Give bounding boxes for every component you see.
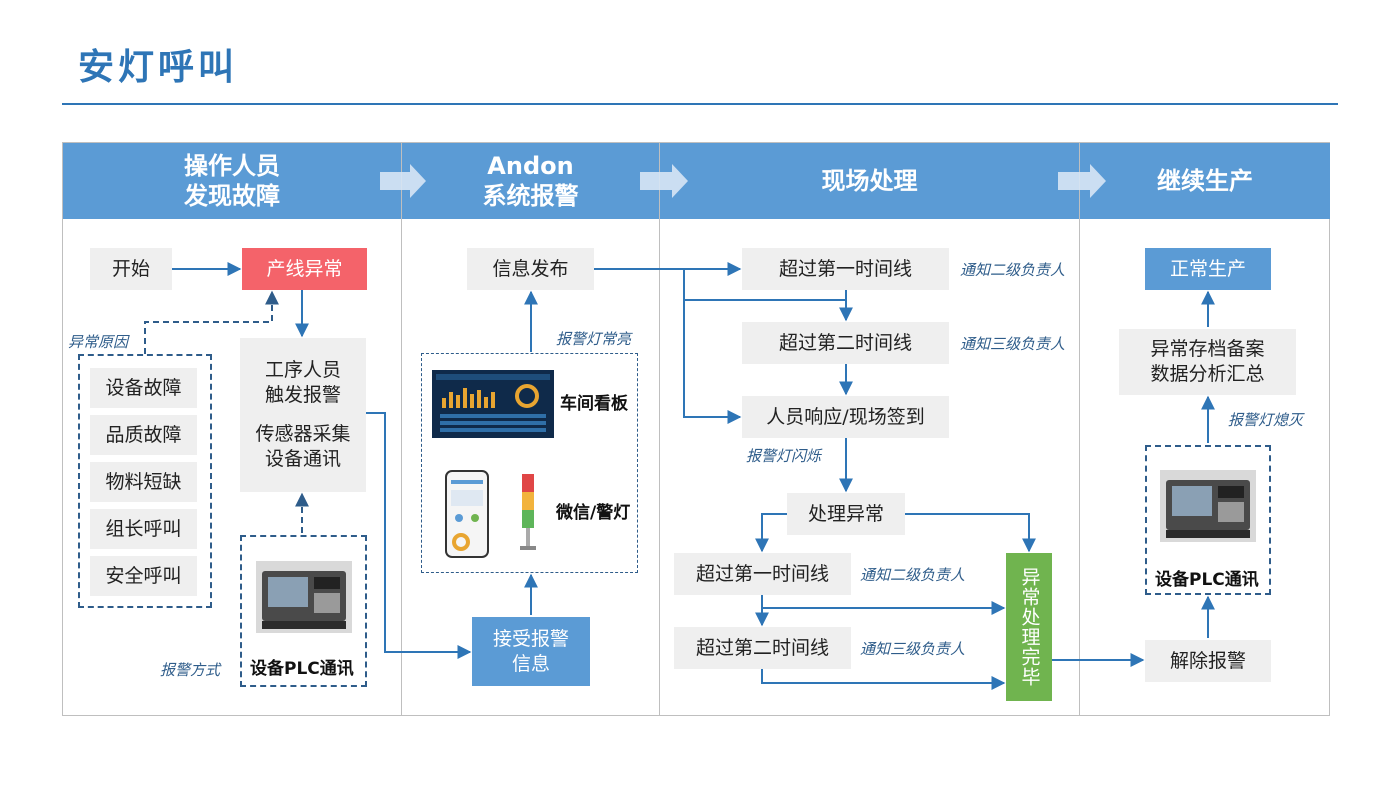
- column-divider: [401, 143, 402, 716]
- abnormal-causes-label: 异常原因: [68, 333, 129, 351]
- signal-tower-light-image: [520, 474, 536, 550]
- cause-safety: 安全呼叫: [90, 556, 197, 596]
- cause-equipment: 设备故障: [90, 368, 197, 408]
- first-timeout-box: 超过第一时间线: [742, 248, 949, 290]
- plc-comm-label-right: 设备PLC通讯: [1155, 570, 1259, 590]
- cause-quality: 品质故障: [90, 415, 197, 455]
- release-alarm-box: 解除报警: [1145, 640, 1271, 682]
- second-timeout-box: 超过第二时间线: [742, 322, 949, 364]
- column-header-operator: 操作人员 发现故障: [63, 143, 401, 219]
- page-title: 安灯呼叫: [78, 47, 239, 88]
- column-header-onsite: 现场处理: [660, 143, 1079, 219]
- phone-image: [445, 470, 489, 558]
- diagram-frame: [62, 142, 1330, 716]
- abnormal-done-box: 异常处理完毕: [1006, 553, 1052, 701]
- trigger-box: 工序人员 触发报警 传感器采集 设备通讯: [240, 338, 366, 492]
- light-steady-label: 报警灯常亮: [556, 330, 632, 348]
- cause-team-leader: 组长呼叫: [90, 509, 197, 549]
- plc-comm-label: 设备PLC通讯: [250, 659, 354, 679]
- notify-level3-label-b: 通知三级负责人: [860, 640, 966, 658]
- second-timeout-box-b: 超过第二时间线: [674, 627, 851, 669]
- workshop-board-label: 车间看板: [560, 394, 628, 414]
- handle-abnormal-box: 处理异常: [787, 493, 905, 535]
- plc-group: [240, 535, 367, 687]
- response-box: 人员响应/现场签到: [742, 396, 949, 438]
- column-header-continue: 继续生产: [1080, 143, 1330, 219]
- alarm-method-label: 报警方式: [160, 661, 221, 679]
- trigger-text: 工序人员 触发报警: [264, 359, 341, 406]
- first-timeout-box-b: 超过第一时间线: [674, 553, 851, 595]
- causes-group: [78, 354, 212, 608]
- notify-level3-label: 通知三级负责人: [960, 335, 1066, 353]
- workshop-board-image: [432, 370, 554, 438]
- receive-alarm-box: 接受报警 信息: [472, 617, 590, 686]
- normal-production-box: 正常生产: [1145, 248, 1271, 290]
- cause-material: 物料短缺: [90, 462, 197, 502]
- header-chevrons: [380, 164, 1106, 198]
- column-divider: [659, 143, 660, 716]
- plc-group-right: [1145, 445, 1271, 595]
- archive-analysis-box: 异常存档备案 数据分析汇总: [1119, 329, 1296, 395]
- start-box: 开始: [90, 248, 172, 290]
- column-header-andon: Andon 系统报警: [402, 143, 659, 219]
- light-off-label: 报警灯熄灭: [1228, 411, 1304, 429]
- light-flash-label: 报警灯闪烁: [746, 447, 822, 465]
- cnc-machine-image-right: [1160, 470, 1256, 542]
- sensor-text: 传感器采集 设备通讯: [255, 423, 351, 470]
- info-publish-box: 信息发布: [467, 248, 594, 290]
- wechat-light-label: 微信/警灯: [556, 503, 631, 523]
- notify-level2-label: 通知二级负责人: [960, 261, 1066, 279]
- notify-level2-label-b: 通知二级负责人: [860, 566, 966, 584]
- cnc-machine-image: [256, 561, 352, 633]
- line-abnormal-box: 产线异常: [242, 248, 367, 290]
- alarm-devices-group: [421, 353, 638, 573]
- column-divider: [1079, 143, 1080, 716]
- title-underline: [62, 103, 1338, 105]
